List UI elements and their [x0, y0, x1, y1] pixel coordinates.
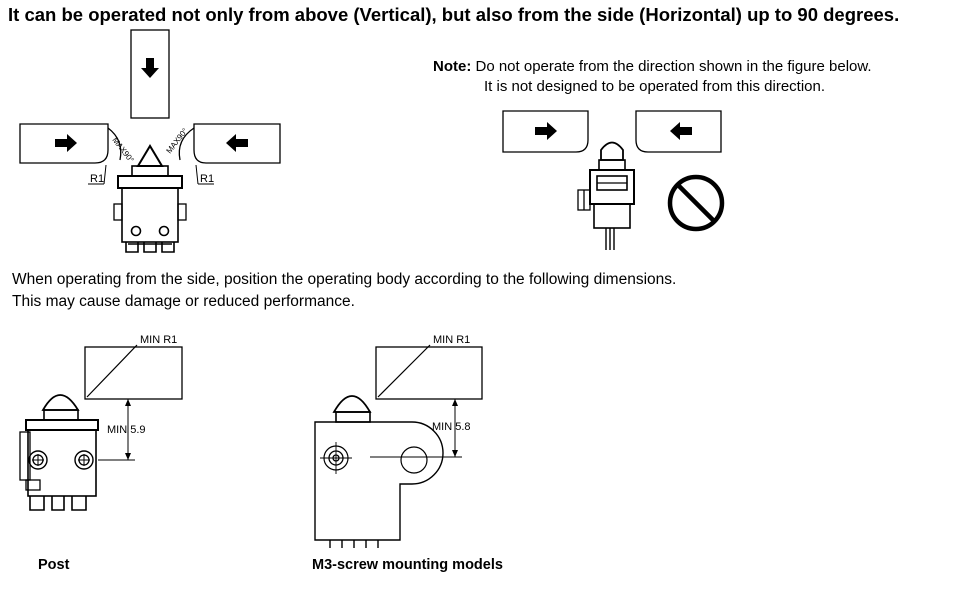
- post-radius-label: MIN R1: [140, 334, 177, 346]
- microswitch-side-view: [577, 141, 635, 250]
- figure-operation-directions: MAX90° MAX90° R1 R1: [19, 29, 281, 253]
- right-angle-arc: [178, 127, 195, 161]
- figure-m3-dimensions: MIN R1 MIN 5.8: [314, 334, 483, 548]
- page-title: It can be operated not only from above (…: [8, 4, 900, 25]
- microswitch-m3: [314, 395, 444, 548]
- left-angle-arc: [107, 127, 122, 161]
- vertical-operating-body: [130, 29, 170, 119]
- prohibited-icon: [667, 174, 725, 232]
- arrow-right-icon: [535, 122, 557, 140]
- figure-post-dimensions: MIN R1 MIN 5.9: [19, 334, 183, 511]
- arrow-left-icon: [226, 134, 248, 152]
- right-radius-label: R1: [200, 173, 214, 185]
- arrow-down-icon: [141, 58, 159, 78]
- m3-radius-label: MIN R1: [433, 334, 470, 346]
- operating-body-post: [84, 346, 183, 400]
- note-text: Note: Do not operate from the direction …: [433, 57, 872, 97]
- left-body-prohibited: [502, 110, 589, 153]
- left-radius-label: R1: [90, 173, 104, 185]
- right-angle-label: MAX90°: [164, 126, 189, 155]
- arrow-right-icon: [55, 134, 77, 152]
- note-label: Note:: [433, 58, 472, 75]
- microswitch-top-view: [113, 144, 187, 253]
- post-height-label: MIN 5.9: [107, 424, 146, 436]
- m3-height-label: MIN 5.8: [432, 421, 471, 433]
- note-line-1: Do not operate from the direction shown …: [475, 58, 872, 75]
- arrow-left-icon: [670, 122, 692, 140]
- note-line-2: It is not designed to be operated from t…: [484, 78, 826, 95]
- figure-prohibited-direction: [502, 110, 725, 250]
- right-body-prohibited: [635, 110, 722, 153]
- microswitch-post: [19, 394, 99, 511]
- right-operating-body: [193, 123, 281, 164]
- left-angle-label: MAX90°: [110, 136, 135, 165]
- instruction-line-2: This may cause damage or reduced perform…: [12, 293, 355, 310]
- left-operating-body: [19, 123, 109, 164]
- m3-caption: M3-screw mounting models: [312, 557, 503, 573]
- side-operation-instructions: When operating from the side, position t…: [12, 269, 676, 313]
- operating-body-m3: [375, 346, 483, 400]
- instruction-line-1: When operating from the side, position t…: [12, 271, 677, 288]
- post-caption: Post: [38, 557, 70, 573]
